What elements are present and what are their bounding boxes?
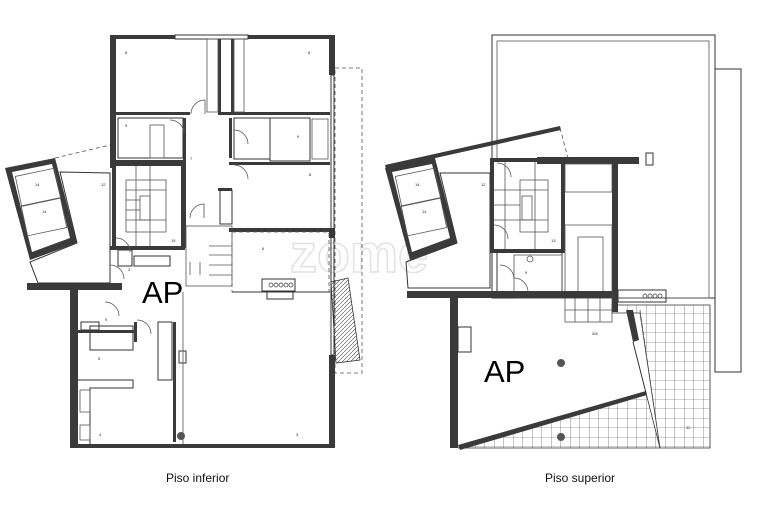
svg-text:13: 13: [551, 238, 556, 243]
svg-text:14: 14: [42, 209, 47, 214]
svg-text:2: 2: [128, 267, 131, 272]
fireplace-burners-upper: [642, 293, 663, 299]
caption-lower-floor: Piso inferior: [166, 471, 229, 485]
room-numbers-lower: 8 8 9 9 7 8 12 14 14 15 6 2 9 5 4 3: [35, 50, 312, 437]
svg-text:9: 9: [297, 134, 300, 139]
roof-side-outline: [714, 68, 742, 373]
caption-upper-floor: Piso superior: [545, 471, 615, 485]
svg-text:14: 14: [35, 182, 40, 187]
staircase-upper: [494, 162, 549, 249]
door-swings: [104, 99, 249, 335]
svg-text:14: 14: [415, 182, 420, 187]
svg-text:7: 7: [190, 156, 193, 161]
staircase-lower: [125, 166, 167, 246]
balcony-stairs: [330, 277, 361, 364]
svg-text:15: 15: [171, 238, 176, 243]
svg-text:14: 14: [422, 209, 427, 214]
unit-label-lower: AP: [142, 275, 183, 310]
upper-floor-plan: 14 14 12 13 9 3/8 11 AP Piso superior: [385, 34, 742, 485]
fireplace-burners: [268, 282, 294, 288]
column-marker-upper-2: [557, 433, 565, 441]
stairs-small: [185, 225, 233, 287]
svg-text:6: 6: [262, 246, 265, 251]
column-marker: [177, 432, 185, 440]
svg-text:9: 9: [105, 317, 108, 322]
svg-text:3/8: 3/8: [592, 331, 598, 336]
column-marker-upper-1: [557, 359, 565, 367]
svg-text:12: 12: [481, 182, 486, 187]
skylight: [645, 152, 654, 166]
svg-text:3: 3: [296, 432, 299, 437]
svg-text:8: 8: [309, 172, 312, 177]
door-swings-upper: [493, 162, 529, 293]
svg-text:5: 5: [98, 356, 101, 361]
unit-label-upper: AP: [484, 354, 525, 389]
svg-text:9: 9: [525, 270, 528, 275]
svg-text:11: 11: [686, 425, 691, 430]
svg-text:8: 8: [308, 50, 311, 55]
svg-text:4: 4: [99, 432, 102, 437]
svg-text:12: 12: [101, 182, 106, 187]
lower-floor-plan: 8 8 9 9 7 8 12 14 14 15 6 2 9 5 4 3 AP P…: [5, 34, 363, 485]
stairs-upper-2: [564, 224, 613, 323]
balcony-outline: [334, 67, 363, 374]
room-numbers-upper: 14 14 12 13 9 3/8 11: [415, 182, 691, 430]
svg-text:9: 9: [125, 123, 128, 128]
svg-text:8: 8: [125, 50, 128, 55]
